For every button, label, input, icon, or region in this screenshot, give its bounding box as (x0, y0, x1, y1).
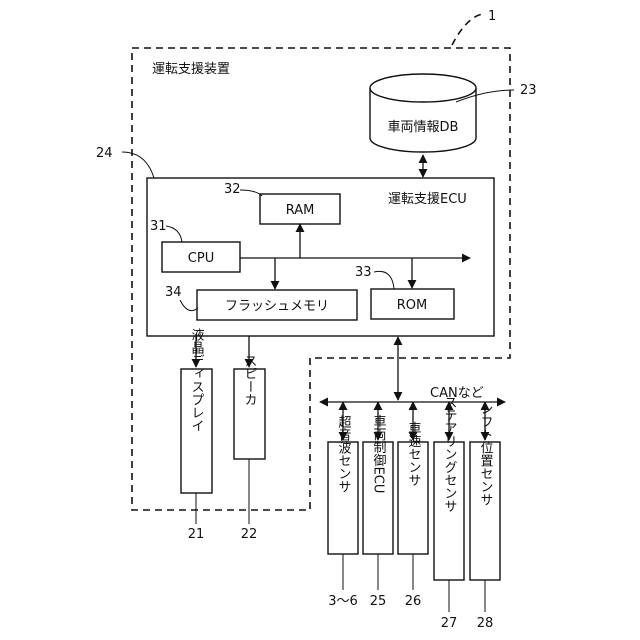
speaker-ref: 22 (241, 527, 258, 542)
sensor-ultrasonic-label: 超音波センサ (336, 415, 352, 493)
sensor-shift-ref: 28 (477, 616, 494, 631)
sensor-vehicle-ecu-label: 車両制御ECU (371, 415, 387, 494)
sensor-steering-ref: 27 (441, 616, 458, 631)
ram-ref: 32 (224, 182, 241, 197)
rom-label: ROM (397, 298, 427, 313)
sensor-vehicle-ecu-ref: 25 (370, 594, 387, 609)
ram-label: RAM (286, 203, 315, 218)
sensor-shift-label: シフト位置センサ (478, 402, 494, 506)
assist-ecu-ref: 24 (96, 146, 113, 161)
sensor-speed-ref: 26 (405, 594, 422, 609)
sensor-steering-label: ステアリングセンサ (442, 396, 458, 513)
cpu-ref: 31 (150, 219, 167, 234)
assist-ecu-label: 運転支援ECU (388, 192, 467, 207)
assist-ecu-ref-leader (122, 152, 154, 178)
assist-device-label: 運転支援装置 (152, 62, 230, 77)
lcd-label: 液晶ディスプレイ (189, 328, 205, 432)
lcd-ref: 21 (188, 527, 205, 542)
can-bus-label: CANなど (430, 386, 484, 401)
vehicle-db-ref: 23 (520, 83, 537, 98)
cpu-label: CPU (188, 251, 214, 266)
sensor-speed-label: 車速センサ (406, 422, 422, 487)
flash-ref: 34 (165, 285, 182, 300)
flash-label: フラッシュメモリ (225, 299, 329, 314)
speaker-label: スピーカ (242, 354, 257, 406)
sensor-ultrasonic-ref: 3〜6 (328, 594, 358, 609)
vehicle-db-label: 車両情報DB (388, 120, 459, 135)
rom-ref: 33 (355, 265, 372, 280)
system-ref-number: 1 (488, 9, 496, 24)
system-ref-leader (452, 14, 482, 45)
vehicle-db: 車両情報DB (370, 74, 476, 152)
